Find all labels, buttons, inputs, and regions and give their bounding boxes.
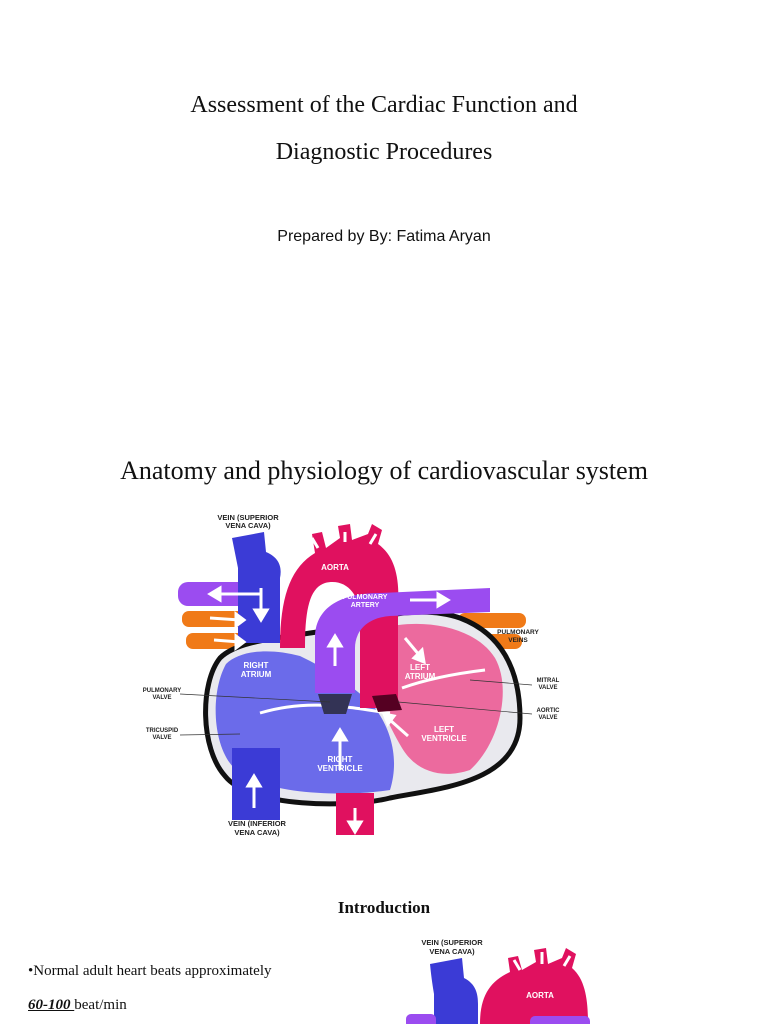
label-lv-2: VENTRICLE	[421, 734, 467, 743]
label-mitral-1: MITRAL	[537, 678, 560, 684]
heart-rate-bullet: •Normal adult heart beats approximately	[28, 963, 272, 979]
document-title-line-2: Diagnostic Procedures	[275, 139, 493, 165]
flow-arrows	[207, 532, 451, 835]
superior-vena-cava	[232, 532, 281, 643]
preview-label-svc-2: VENA CAVA)	[429, 947, 475, 956]
preview-label-aorta: AORTA	[526, 991, 554, 1000]
heart-rate-unit: beat/min	[74, 997, 127, 1013]
heart-rate-value: 60-100	[28, 997, 75, 1013]
heart-rate-line: 60-100 beat/min	[28, 997, 127, 1014]
introduction-heading: Introduction	[337, 898, 431, 917]
label-tricuspid-1: TRICUSPID	[146, 728, 179, 734]
label-la-1: LEFT	[410, 663, 430, 672]
heart-diagram-preview: VEIN (SUPERIOR VENA CAVA) AORTA	[406, 938, 590, 1024]
label-pvalve-2: VALVE	[152, 695, 171, 701]
aorta	[280, 524, 399, 708]
prepared-by: Prepared by By: Fatima Aryan	[277, 228, 491, 245]
preview-aorta	[480, 948, 588, 1024]
label-pv-2: VEINS	[508, 637, 528, 644]
label-rv-2: VENTRICLE	[317, 764, 363, 773]
label-pa-2: ARTERY	[351, 602, 380, 609]
preview-superior-vena-cava	[430, 958, 478, 1024]
mitral-line	[401, 668, 486, 690]
heart-diagram: VEIN (SUPERIOR VENA CAVA) AORTA PULMONAR…	[143, 513, 561, 837]
label-aorta: AORTA	[321, 563, 349, 572]
label-la-2: ATRIUM	[405, 672, 436, 681]
mitral-valve-leader	[469, 679, 533, 686]
label-pv-1: PULMONARY	[497, 629, 539, 636]
document-title-line-1: Assessment of the Cardiac Function and	[190, 92, 578, 118]
aortic-valve-leader	[397, 701, 533, 715]
label-pvalve-1: PULMONARY	[143, 688, 181, 694]
label-svc-2: VENA CAVA)	[225, 521, 271, 530]
label-aortic-2: VALVE	[538, 715, 557, 721]
label-ra-1: RIGHT	[244, 661, 269, 670]
pulmonary-artery	[315, 588, 490, 693]
label-tricuspid-2: VALVE	[152, 735, 171, 741]
preview-label-svc-1: VEIN (SUPERIOR	[421, 938, 483, 947]
label-ra-2: ATRIUM	[241, 670, 272, 679]
label-mitral-2: VALVE	[538, 685, 557, 691]
label-ivc-2: VENA CAVA)	[234, 828, 280, 837]
label-pa-1: PULMONARY	[343, 594, 388, 601]
section-heading: Anatomy and physiology of cardiovascular…	[120, 456, 648, 485]
label-lv-1: LEFT	[434, 725, 454, 734]
preview-pulmonary-artery-left	[406, 1014, 436, 1024]
label-ivc-1: VEIN (INFERIOR	[228, 819, 287, 828]
preview-flow-arrows	[512, 952, 572, 971]
label-svc-1: VEIN (SUPERIOR	[217, 513, 279, 522]
tricuspid-valve-leader	[179, 733, 241, 736]
left-chambers	[366, 623, 503, 774]
aortic-valve-shape	[372, 694, 402, 712]
label-rv-1: RIGHT	[328, 755, 353, 764]
pulmonary-valve-shape	[318, 694, 352, 714]
pulmonary-valve-leader	[179, 693, 331, 703]
preview-pulmonary-artery	[530, 1016, 590, 1024]
label-aortic-1: AORTIC	[537, 708, 561, 714]
